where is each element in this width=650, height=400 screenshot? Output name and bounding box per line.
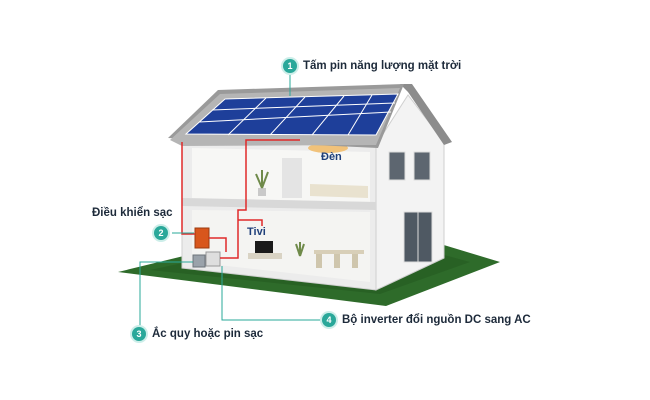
charge-controller: [194, 227, 210, 249]
upper-partition: [282, 158, 302, 198]
side-window-1: [388, 151, 406, 181]
battery: [192, 254, 206, 268]
label-tv: Tivi: [247, 226, 266, 238]
side-window-2: [413, 151, 431, 181]
wiring: [181, 139, 300, 259]
chair-2: [334, 254, 340, 268]
label-inverter: Bộ inverter đổi nguồn DC sang AC: [342, 314, 531, 326]
callout-charge-controller-number: 2: [154, 226, 168, 240]
callout-number-3: 3: [132, 327, 146, 341]
chair-3: [352, 254, 358, 268]
plant-pot-upper: [258, 188, 266, 196]
roof-gable-edge: [400, 84, 452, 145]
inverter: [205, 251, 221, 267]
label-charge-controller: Điều khiển sạc: [92, 207, 173, 219]
callout-inverter: 4 Bộ inverter đổi nguồn DC sang AC: [322, 313, 531, 327]
callout-solar-panel: 1 Tấm pin năng lượng mặt trời: [283, 59, 461, 73]
floor-slab: [182, 198, 376, 210]
label-battery: Ắc quy hoặc pin sạc: [152, 328, 264, 340]
callout-battery: 3 Ắc quy hoặc pin sạc: [132, 327, 263, 341]
callout-number-1: 1: [283, 59, 297, 73]
tv-cabinet: [248, 253, 282, 259]
label-solar-panel: Tấm pin năng lượng mặt trời: [303, 60, 462, 72]
chair-1: [316, 254, 322, 268]
dining-table: [314, 250, 364, 254]
solar-panel-array: [184, 93, 399, 136]
tv: [255, 241, 273, 253]
callout-charge-controller: Điều khiển sạc: [92, 207, 173, 219]
callout-number-4: 4: [322, 313, 336, 327]
plant-upper: [255, 170, 269, 189]
bed: [310, 184, 368, 198]
lower-room: [192, 210, 370, 282]
plant-lower: [295, 242, 305, 257]
callout-number-2: 2: [154, 226, 168, 240]
label-light: Đèn: [321, 151, 342, 163]
